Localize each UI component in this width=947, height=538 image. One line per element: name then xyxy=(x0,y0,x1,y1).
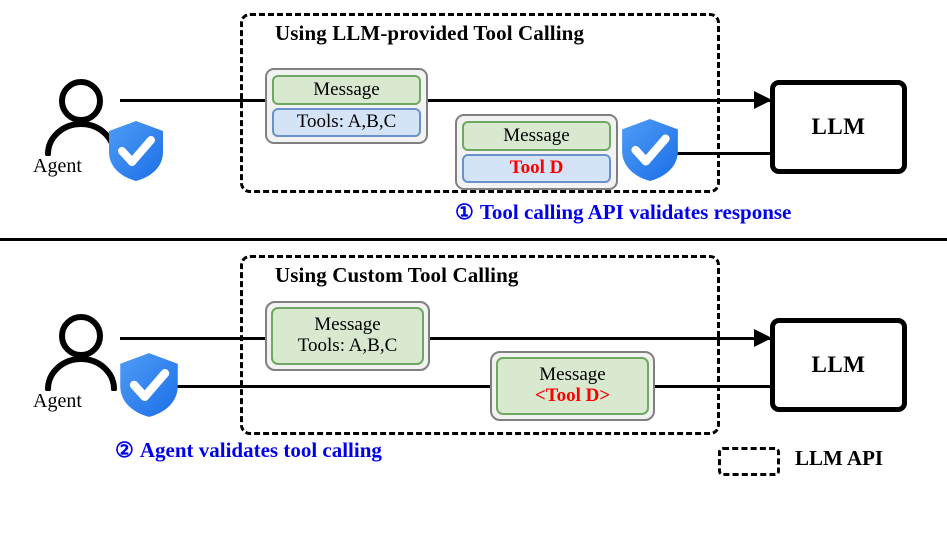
llm-api-panel-bottom xyxy=(240,255,720,435)
request-bubble-top: Message Tools: A,B,C xyxy=(265,68,428,144)
response-bubble-bottom-line2: <Tool D> xyxy=(534,385,611,406)
caption-text-bottom: Agent validates tool calling xyxy=(139,438,382,462)
caption-top: ① Tool calling API validates response xyxy=(455,200,791,225)
shield-check-icon-top-agent xyxy=(107,120,165,182)
caption-number-top: ① xyxy=(455,200,474,224)
tool-chip-top-response: Tool D xyxy=(462,153,611,183)
request-bubble-bottom-line2: Tools: A,B,C xyxy=(297,335,398,356)
llm-label-top: LLM xyxy=(811,114,866,139)
bottom-response-line xyxy=(175,385,775,388)
legend-label-llm-api: LLM API xyxy=(795,446,884,470)
agent-label-bottom: Agent xyxy=(33,390,82,412)
llm-label-bottom: LLM xyxy=(811,352,866,377)
caption-bottom: ② Agent validates tool calling xyxy=(115,438,382,463)
llm-box-bottom: LLM xyxy=(770,318,907,412)
shield-check-icon-bottom-agent xyxy=(118,352,180,418)
bottom-request-line xyxy=(120,337,770,340)
request-bubble-bottom: Message Tools: A,B,C xyxy=(265,301,430,371)
caption-text-top: Tool calling API validates response xyxy=(479,200,792,224)
agent-figure-bottom xyxy=(38,313,124,392)
agent-label-top: Agent xyxy=(33,155,82,177)
llm-box-top: LLM xyxy=(770,80,907,174)
response-bubble-bottom: Message <Tool D> xyxy=(490,351,655,421)
section-divider xyxy=(0,238,947,241)
top-response-line xyxy=(645,152,780,155)
shield-check-icon-top-api xyxy=(620,118,680,182)
llm-api-panel-top xyxy=(240,13,720,193)
message-chip-top-request: Message xyxy=(272,75,421,105)
bottom-request-arrowhead xyxy=(754,329,772,347)
tools-chip-top-request: Tools: A,B,C xyxy=(272,107,421,137)
response-bubble-top: Message Tool D xyxy=(455,114,618,190)
top-request-arrowhead xyxy=(754,91,772,109)
request-bubble-bottom-line1: Message xyxy=(314,314,381,336)
top-request-line xyxy=(120,99,770,102)
top-panel-title: Using LLM-provided Tool Calling xyxy=(275,21,585,45)
message-chip-top-response: Message xyxy=(462,121,611,151)
response-bubble-bottom-line1: Message xyxy=(539,364,606,386)
bottom-panel-title: Using Custom Tool Calling xyxy=(275,263,519,287)
caption-number-bottom: ② xyxy=(115,438,134,462)
legend-swatch-llm-api xyxy=(718,447,780,476)
